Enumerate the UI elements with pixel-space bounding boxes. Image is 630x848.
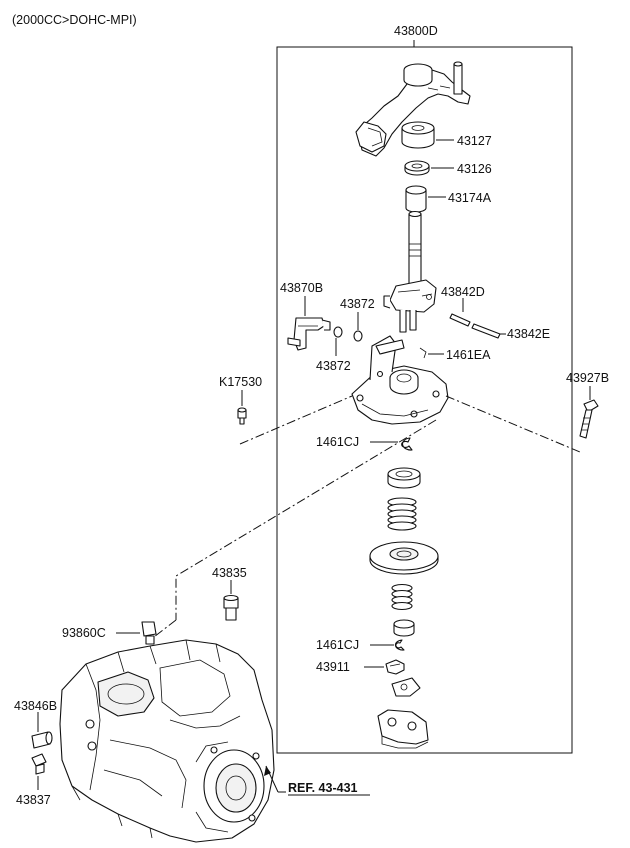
alignment-line-case	[149, 419, 437, 641]
bushing-43872-bottom	[333, 326, 343, 338]
label-43870B: 43870B	[280, 281, 323, 295]
label-93860C: 93860C	[62, 626, 106, 640]
lower-lever	[391, 677, 421, 697]
sleeve-43174A	[405, 185, 427, 213]
label-43872-top: 43872	[340, 297, 375, 311]
label-43911: 43911	[316, 660, 350, 674]
label-1461EA: 1461EA	[446, 348, 491, 362]
engine-spec-label: (2000CC>DOHC-MPI)	[12, 13, 137, 27]
label-1461CJ-bottom: 1461CJ	[316, 638, 359, 652]
label-43842D: 43842D	[441, 285, 485, 299]
label-43872-bottom: 43872	[316, 359, 351, 373]
switch-93860C	[141, 621, 157, 645]
clip-1461CJ-bottom	[394, 639, 405, 651]
label-43126: 43126	[457, 162, 492, 176]
label-K17530: K17530	[219, 375, 262, 389]
pin-43842E	[471, 323, 501, 339]
spring-lower	[391, 583, 413, 611]
label-43835: 43835	[212, 566, 247, 580]
label-1461CJ-top: 1461CJ	[316, 435, 359, 449]
pin-43842D	[449, 313, 471, 327]
shift-housing	[351, 335, 449, 425]
spring-clip-43911	[385, 659, 405, 675]
spring-seat-lower	[393, 619, 415, 637]
reference-label: REF. 43-431	[288, 781, 358, 795]
spring-seat-upper	[387, 467, 421, 489]
label-43174A: 43174A	[448, 191, 492, 205]
bolt-43927B	[579, 399, 599, 439]
clip-1461CJ-top	[401, 437, 413, 451]
bushing-43127	[401, 121, 435, 149]
reference-arrow-head	[264, 766, 271, 776]
label-43127: 43127	[457, 134, 492, 148]
bushing-43872-top	[353, 330, 363, 342]
label-43846B: 43846B	[14, 699, 57, 713]
label-43837: 43837	[16, 793, 51, 807]
sensor-K17530	[237, 407, 247, 425]
bracket-43870B	[287, 317, 331, 351]
washer-43126	[404, 160, 430, 176]
label-43842E: 43842E	[507, 327, 550, 341]
dust-boot-disc	[369, 541, 439, 575]
pin-1461EA	[419, 347, 427, 359]
shift-lever-43800D	[355, 61, 471, 157]
label-43927B: 43927B	[566, 371, 609, 385]
switch-43835	[223, 594, 239, 621]
plug-43837	[31, 753, 47, 775]
spring-upper	[387, 497, 417, 531]
lower-bracket	[377, 709, 429, 749]
label-43800D: 43800D	[394, 24, 438, 38]
transmission-case	[59, 639, 275, 843]
alignment-line-right	[445, 395, 581, 453]
shift-shaft	[383, 210, 437, 333]
plug-43846B	[31, 731, 53, 749]
assembly-frame	[276, 46, 573, 754]
alignment-line-left	[239, 395, 353, 445]
